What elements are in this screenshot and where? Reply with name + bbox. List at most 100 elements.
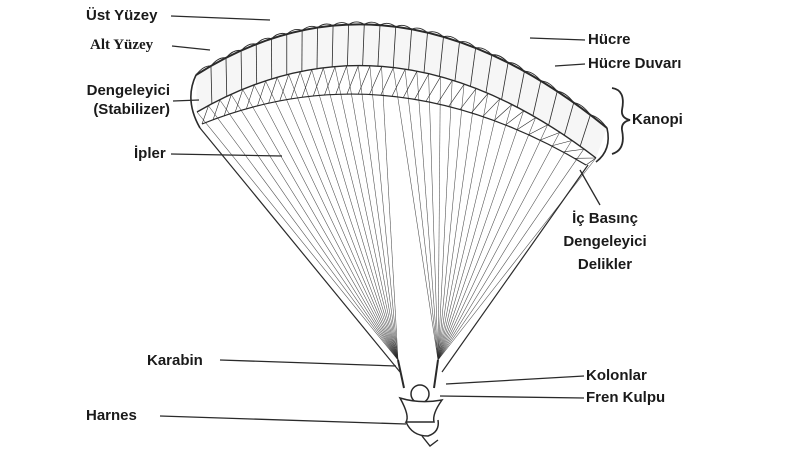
pilot-harness (397, 359, 444, 447)
cell-top (475, 47, 493, 56)
suspension-line (437, 76, 441, 361)
line-cascade (246, 84, 255, 109)
cell-wall (346, 24, 350, 66)
label-hucre: Hücre (588, 31, 631, 48)
label-hucre-duvari: Hücre Duvarı (588, 55, 682, 72)
line-cascade (369, 66, 383, 95)
line-cascade (437, 80, 453, 104)
suspension-line (196, 111, 399, 361)
label-leader-lines (159, 15, 631, 425)
cell-wall (470, 47, 477, 87)
label-karabin: Karabin (147, 352, 203, 369)
line-cascade (505, 110, 525, 126)
line-cascade (290, 71, 301, 100)
suspension-line (219, 99, 399, 361)
line-cascade (528, 124, 549, 136)
cell-top (557, 90, 575, 103)
cell-wall (225, 57, 228, 97)
leader-line (219, 359, 397, 367)
leader-line (170, 15, 271, 21)
suspension-line (437, 98, 501, 361)
leader-line (579, 169, 601, 206)
suspension-line (416, 71, 439, 361)
leader-line (529, 37, 586, 41)
left-riser (397, 359, 405, 389)
suspension-lines (196, 65, 597, 373)
cell-wall (501, 62, 509, 100)
suspension-line (437, 93, 489, 361)
leader-line (170, 153, 283, 157)
cell-top (427, 31, 444, 38)
cell-wall (408, 29, 412, 70)
cell-top (443, 35, 460, 43)
suspension-line (437, 140, 573, 361)
suspension-line (437, 124, 548, 361)
cell-wall (548, 91, 558, 126)
cell-wall (392, 26, 397, 68)
cell-wall (377, 25, 381, 67)
leader-line (159, 415, 407, 425)
line-cascade (516, 117, 537, 130)
label-delikler: Delikler (577, 256, 633, 273)
suspension-line (437, 148, 585, 361)
canopy (190, 21, 609, 166)
suspension-line (437, 84, 465, 361)
line-cascade (448, 83, 465, 107)
cell-wall (240, 50, 243, 90)
cell-top (317, 23, 334, 28)
cell-top (255, 37, 272, 45)
leader-line (171, 45, 211, 51)
label-ic-basinc-dengeleyici: Dengeleyici (563, 233, 647, 250)
cell-top (348, 21, 365, 25)
suspension-line (437, 117, 536, 361)
line-cascade (380, 67, 394, 96)
line-cascade (391, 68, 406, 97)
pilot-legs (421, 435, 439, 447)
harness-seat (405, 419, 440, 437)
label-dengeleyici: Dengeleyici (86, 82, 170, 99)
label-harnes: Harnes (86, 407, 137, 424)
suspension-line (242, 89, 399, 361)
cell-wall (210, 65, 213, 104)
label-ipler: İpler (134, 145, 166, 162)
cell-top (271, 32, 287, 40)
right-riser (433, 359, 439, 389)
suspension-line (369, 65, 399, 361)
label-ic-basinc: İç Basınç (572, 210, 638, 227)
cell-top (590, 114, 608, 129)
suspension-line (437, 104, 512, 361)
brake-line-left (199, 127, 401, 373)
suspension-line (437, 132, 560, 361)
line-cascade (562, 148, 585, 153)
cell-top (491, 54, 509, 63)
line-cascade (223, 94, 232, 116)
kanopi-bracket (611, 87, 631, 155)
suspension-line (437, 88, 477, 361)
line-cascade (257, 80, 267, 106)
suspension-line (322, 67, 399, 361)
suspension-line (437, 80, 453, 361)
cell-wall (516, 71, 525, 108)
suspension-line (346, 65, 399, 361)
leader-line (445, 375, 585, 385)
line-cascade (425, 76, 441, 102)
cell-wall (454, 41, 460, 82)
label-fren-kulpu: Fren Kulpu (586, 389, 666, 406)
cell-top (395, 24, 412, 30)
cell-wall (532, 80, 542, 116)
suspension-line (311, 69, 399, 361)
line-cascade (357, 65, 371, 95)
canopy-body (196, 24, 607, 159)
cell-wall (564, 102, 575, 136)
cell-top (210, 57, 227, 67)
suspension-line (404, 69, 439, 361)
line-cascade (212, 99, 221, 120)
suspension-line (299, 71, 399, 361)
pilot-body (398, 396, 444, 423)
line-cascade (324, 66, 336, 96)
line-cascade (539, 132, 561, 141)
line-cascade (459, 88, 477, 110)
cell-wall (331, 25, 334, 67)
brake-line-right (441, 164, 589, 373)
